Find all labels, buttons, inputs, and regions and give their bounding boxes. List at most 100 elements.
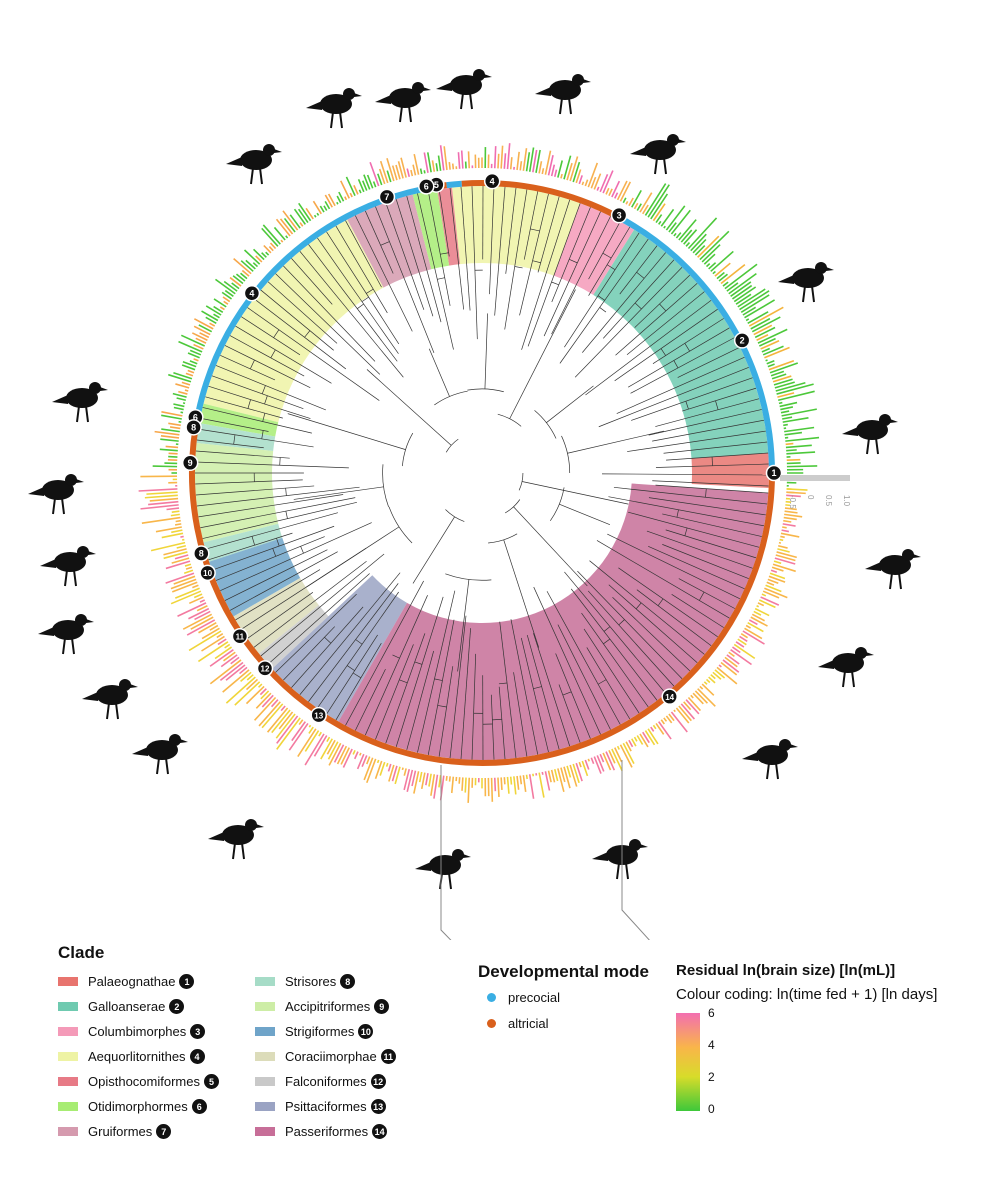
- clade-sector-9: [194, 443, 279, 543]
- brain-size-bar: [774, 381, 795, 389]
- nightjar-silhouette: [40, 546, 96, 587]
- brain-size-bar: [768, 575, 786, 583]
- tree-branch: [628, 327, 730, 388]
- tree-branch: [490, 694, 495, 760]
- tree-branch: [402, 432, 414, 467]
- brain-size-bar: [619, 181, 632, 202]
- brain-size-bar: [493, 146, 497, 169]
- brain-size-bar: [185, 566, 193, 570]
- clade-label: Coraciimorphae: [285, 1049, 377, 1064]
- brain-size-bar: [190, 616, 214, 630]
- brain-size-bar: [563, 155, 572, 180]
- brain-size-bar: [744, 627, 763, 640]
- brain-size-bar: [165, 560, 191, 570]
- brain-size-bar: [625, 201, 629, 205]
- tree-branch: [208, 385, 311, 419]
- brain-size-bar: [172, 392, 187, 398]
- brain-size-bar: [176, 544, 186, 549]
- tree-branch: [375, 644, 414, 740]
- tree-branch: [260, 553, 385, 657]
- svg-text:3: 3: [617, 210, 622, 220]
- tree-branch: [559, 503, 611, 526]
- brain-size-bar: [625, 741, 632, 752]
- tree-branch: [497, 413, 522, 427]
- mode-legend-item-altricial: altricial: [487, 1016, 548, 1031]
- clade-label: Otidimorphormes: [88, 1099, 188, 1114]
- brain-size-bar: [397, 161, 404, 179]
- brain-size-bar: [165, 572, 195, 584]
- brain-size-bar: [240, 260, 254, 272]
- tree-branch: [570, 588, 658, 701]
- brain-size-bar: [223, 280, 238, 292]
- brain-size-bar: [170, 513, 180, 517]
- tree-branch: [308, 583, 399, 702]
- tree-branch: [499, 621, 517, 759]
- brain-size-bar: [726, 282, 739, 292]
- tree-branch: [291, 606, 364, 688]
- clade-label: Strisores: [285, 974, 337, 989]
- brain-size-bar: [742, 306, 757, 316]
- tree-branch: [602, 473, 769, 476]
- brain-size-bar: [391, 165, 398, 181]
- tree-branch: [699, 591, 705, 601]
- tree-branch: [272, 548, 277, 557]
- brain-size-bar: [377, 173, 383, 186]
- tree-branch: [357, 303, 364, 309]
- brain-size-bar: [423, 152, 429, 173]
- brain-size-bar: [187, 352, 200, 359]
- brain-size-bar: [772, 563, 796, 573]
- tree-branch: [326, 634, 378, 715]
- brain-size-bar: [596, 186, 600, 191]
- clade-marker-6: 6: [418, 178, 435, 195]
- brain-size-bar: [366, 756, 371, 765]
- brain-size-bar: [279, 218, 294, 235]
- hoopoe-silhouette: [82, 679, 138, 720]
- tree-branch: [648, 409, 762, 436]
- tree-branch: [533, 633, 571, 747]
- brain-size-bar: [181, 381, 191, 386]
- brain-size-bar: [747, 622, 764, 633]
- tree-branch: [211, 375, 304, 410]
- falcon-silhouette: [132, 734, 188, 775]
- brain-size-bar: [584, 759, 590, 770]
- tree-branch: [581, 612, 649, 708]
- brain-size-bar: [152, 465, 178, 468]
- brain-size-bar: [363, 757, 374, 781]
- tree-branch: [385, 202, 425, 310]
- brain-size-bar: [395, 164, 401, 180]
- brain-size-bar: [655, 722, 665, 735]
- brain-size-bar: [569, 156, 579, 182]
- brain-size-bar: [336, 745, 348, 765]
- brain-size-bar: [214, 278, 236, 295]
- brain-size-bar: [229, 276, 242, 287]
- duck-silhouette: [778, 262, 834, 303]
- brain-size-bar: [744, 299, 775, 319]
- brain-size-bar: [313, 214, 317, 218]
- svg-text:14: 14: [665, 693, 674, 702]
- tree-branch: [434, 678, 443, 681]
- tree-branch: [345, 580, 424, 726]
- brain-size-bar: [785, 444, 812, 449]
- brain-size-bar: [171, 510, 180, 513]
- brain-size-bar: [781, 529, 790, 533]
- clade-number-badge: 5: [203, 1074, 219, 1089]
- brain-size-bar: [769, 572, 786, 580]
- tree-branch: [684, 527, 688, 536]
- tree-branch: [406, 650, 434, 751]
- brain-size-bar: [740, 294, 770, 313]
- clade-sector-5: [437, 187, 461, 266]
- brain-size-bar: [712, 671, 722, 680]
- tree-branch: [253, 298, 347, 370]
- brain-size-bar: [400, 157, 407, 178]
- tree-branch: [564, 232, 640, 348]
- brain-size-bar: [596, 755, 605, 772]
- brain-size-bar: [222, 669, 250, 693]
- brain-size-bar: [500, 145, 504, 169]
- brain-size-bar: [344, 196, 348, 201]
- brain-size-bar: [189, 360, 198, 365]
- hummingbird-silhouette: [52, 382, 108, 423]
- tree-branch: [583, 628, 640, 714]
- brain-size-bar: [412, 164, 417, 176]
